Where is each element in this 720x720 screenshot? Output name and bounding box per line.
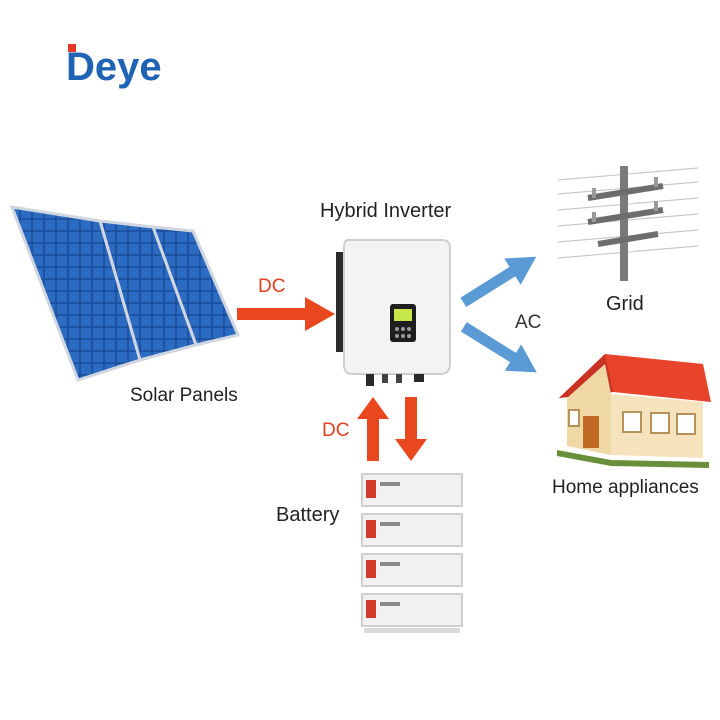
dc-label-top: DC	[258, 276, 286, 297]
battery-module-1	[361, 473, 463, 507]
ac-label: AC	[515, 312, 542, 333]
house-front-wall	[567, 364, 611, 455]
inverter-screen	[394, 309, 412, 321]
hybrid-inverter-label: Hybrid Inverter	[320, 200, 452, 222]
solar-panels-label: Solar Panels	[130, 385, 238, 406]
dc-arrow-battery-to-inverter	[357, 397, 389, 461]
solar-panel-1	[9, 205, 142, 382]
home-appliances-label: Home appliances	[552, 477, 699, 498]
house-window-2	[650, 412, 670, 434]
hybrid-inverter-illustration	[336, 239, 451, 386]
grid-label: Grid	[606, 293, 644, 315]
logo-red-square	[68, 44, 76, 52]
ac-arrow-to-grid	[460, 256, 537, 308]
solar-panels-illustration	[9, 205, 241, 382]
deye-logo: Deye	[66, 44, 162, 89]
battery-module-2	[361, 513, 463, 547]
logo-wordmark: Deye	[66, 45, 162, 89]
grid-pylon-illustration	[558, 166, 698, 281]
pylon-pole	[620, 166, 628, 281]
dc-arrow-inverter-to-battery	[395, 397, 427, 461]
dc-label-bottom: DC	[322, 420, 350, 441]
house-window-3	[676, 413, 696, 435]
ac-arrow-to-home	[460, 322, 537, 373]
battery-stack-illustration	[361, 473, 463, 633]
battery-module-3	[361, 553, 463, 587]
dc-arrows-inverter-battery	[357, 397, 427, 461]
house-door	[583, 416, 599, 448]
battery-label: Battery	[276, 504, 340, 526]
house-window-1	[622, 411, 642, 433]
battery-module-4	[361, 593, 463, 627]
home-illustration	[557, 354, 711, 468]
dc-arrow-solar-to-inverter	[237, 297, 335, 331]
ac-arrows	[460, 256, 537, 373]
